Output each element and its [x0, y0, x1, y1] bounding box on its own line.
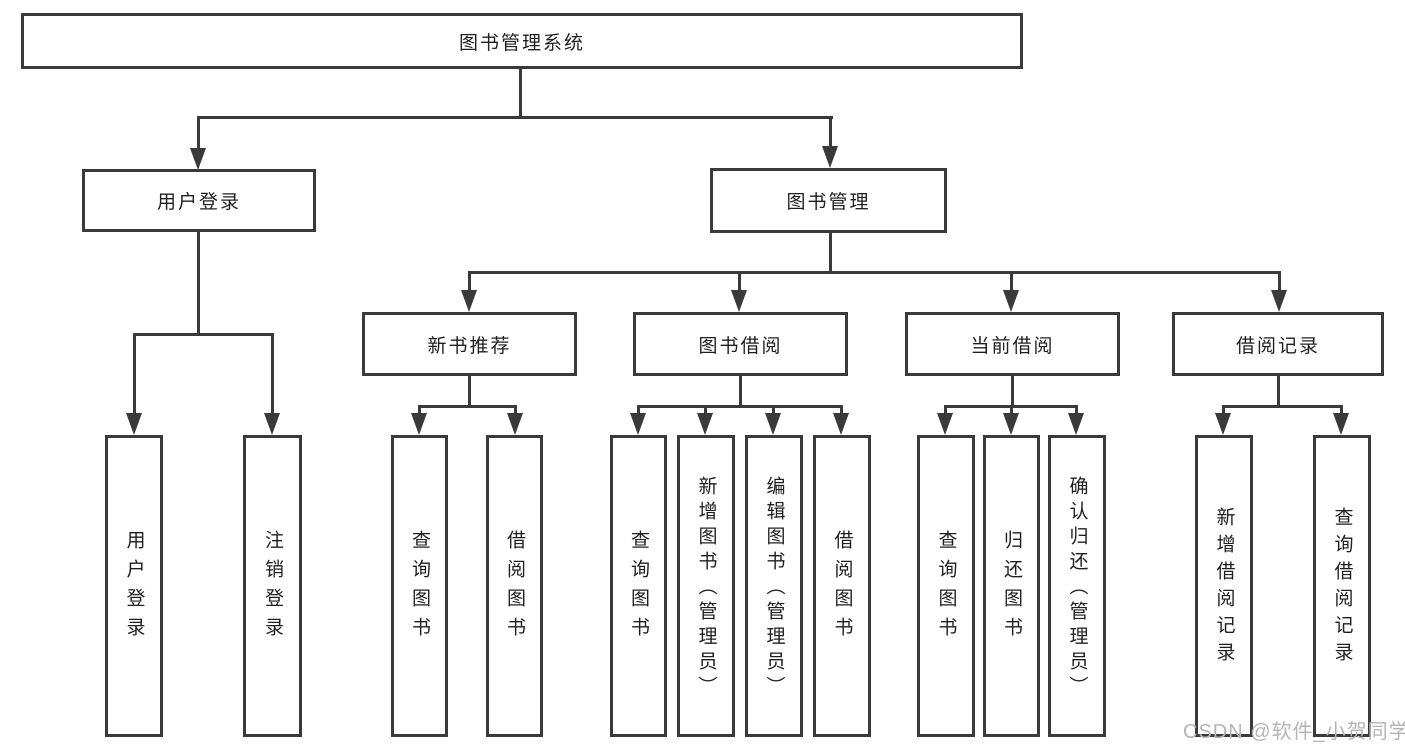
node-new-book-module-label: 新书推荐 [427, 335, 512, 357]
connector-root-stem [519, 66, 522, 119]
connector-borrow-bar [637, 405, 843, 408]
connector-mgmt-stem [829, 230, 832, 274]
connector-newbook-stem [468, 374, 471, 408]
connector-record-shaft-1 [1222, 405, 1225, 415]
arrow-down-icon [1215, 413, 1231, 435]
leaf-query-books-newbook: 查询图书 [391, 435, 448, 737]
connector-borrow-shaft-2 [704, 405, 707, 415]
connector-login-shaft-1 [133, 333, 136, 414]
node-root-label: 图书管理系统 [458, 32, 585, 54]
arrow-down-icon [697, 413, 713, 435]
node-borrow-module-label: 图书借阅 [698, 335, 783, 357]
leaf-label: 新增借阅记录 [1213, 507, 1235, 669]
arrow-down-icon [765, 413, 781, 435]
node-user-login-branch: 用户登录 [82, 169, 316, 232]
node-borrow-record-module: 借阅记录 [1172, 312, 1384, 376]
arrow-down-icon [1003, 290, 1019, 312]
node-borrow-record-module-label: 借阅记录 [1235, 335, 1320, 357]
connector-borrow-shaft-3 [772, 405, 775, 415]
leaf-return-books: 归还图书 [983, 435, 1040, 737]
connector-current-shaft-2 [1010, 405, 1013, 415]
leaf-confirm-return-admin: 确认归还（管理员） [1048, 435, 1106, 737]
leaf-label: 归还图书 [1001, 530, 1022, 646]
connector-record-shaft-2 [1340, 405, 1343, 415]
leaf-label: 编辑图书（管理员） [763, 475, 785, 701]
connector-newbook-shaft-2 [514, 405, 517, 415]
leaf-borrow-books: 借阅图书 [813, 435, 871, 737]
connector-current-shaft-1 [944, 405, 947, 415]
connector-root-left-shaft [197, 116, 200, 150]
connector-record-stem [1277, 374, 1280, 408]
node-current-borrow-module-label: 当前借阅 [970, 335, 1055, 357]
connector-mgmt-shaft-2 [738, 271, 741, 292]
node-book-management-branch: 图书管理 [710, 168, 947, 233]
leaf-add-book-admin: 新增图书（管理员） [677, 435, 735, 737]
connector-login-stem [197, 230, 200, 335]
arrow-down-icon [190, 148, 206, 170]
connector-mgmt-shaft-3 [1010, 271, 1013, 292]
node-root: 图书管理系统 [21, 13, 1023, 69]
connector-record-bar [1222, 405, 1343, 408]
node-current-borrow-module: 当前借阅 [905, 312, 1120, 376]
leaf-label: 查询借阅记录 [1331, 507, 1353, 669]
arrow-down-icon [507, 413, 523, 435]
leaf-query-books-current: 查询图书 [917, 435, 975, 737]
csdn-watermark: CSDN @软件_小贺同学 [1183, 721, 1405, 743]
arrow-down-icon [1271, 290, 1287, 312]
connector-borrow-shaft-4 [840, 405, 843, 415]
leaf-query-borrow-record: 查询借阅记录 [1313, 435, 1371, 737]
arrow-down-icon [264, 413, 280, 435]
leaf-label: 查询图书 [628, 530, 649, 646]
arrow-down-icon [126, 413, 142, 435]
leaf-label: 借阅图书 [831, 530, 853, 646]
leaf-edit-book-admin: 编辑图书（管理员） [745, 435, 803, 737]
connector-mgmt-bar [468, 271, 1281, 274]
node-new-book-module: 新书推荐 [362, 312, 577, 376]
connector-current-stem [1011, 374, 1014, 408]
leaf-query-books-borrow: 查询图书 [610, 435, 667, 737]
arrow-down-icon [822, 146, 838, 168]
arrow-down-icon [411, 413, 427, 435]
node-book-management-branch-label: 图书管理 [786, 192, 871, 213]
connector-current-shaft-3 [1075, 405, 1078, 415]
arrow-down-icon [731, 290, 747, 312]
leaf-borrow-books-newbook: 借阅图书 [486, 435, 543, 737]
connector-borrow-shaft-1 [637, 405, 640, 415]
connector-login-shaft-2 [271, 333, 274, 414]
arrow-down-icon [630, 413, 646, 435]
node-borrow-module: 图书借阅 [633, 312, 848, 376]
leaf-label: 注销登录 [262, 530, 283, 646]
connector-borrow-stem [739, 374, 742, 408]
connector-mgmt-shaft-1 [468, 271, 471, 292]
arrow-down-icon [1068, 413, 1084, 435]
leaf-label: 查询图书 [409, 530, 430, 646]
connector-mgmt-shaft-4 [1278, 271, 1281, 292]
connector-login-bar [133, 333, 274, 336]
leaf-add-borrow-record: 新增借阅记录 [1195, 435, 1253, 737]
leaf-label: 借阅图书 [504, 530, 525, 646]
leaf-logout: 注销登录 [243, 435, 302, 737]
node-user-login-branch-label: 用户登录 [156, 192, 241, 213]
leaf-label: 查询图书 [935, 530, 957, 646]
arrow-down-icon [937, 413, 953, 435]
connector-newbook-bar [418, 405, 517, 408]
connector-newbook-shaft-1 [418, 405, 421, 415]
connector-root-bar [197, 116, 833, 119]
leaf-label: 用户登录 [123, 530, 145, 646]
arrow-down-icon [1333, 413, 1349, 435]
arrow-down-icon [833, 413, 849, 435]
leaf-user-login: 用户登录 [105, 435, 163, 737]
arrow-down-icon [461, 290, 477, 312]
connector-root-right-shaft [829, 116, 832, 148]
leaf-label: 新增图书（管理员） [695, 475, 717, 701]
leaf-label: 确认归还（管理员） [1066, 475, 1088, 701]
arrow-down-icon [1003, 413, 1019, 435]
